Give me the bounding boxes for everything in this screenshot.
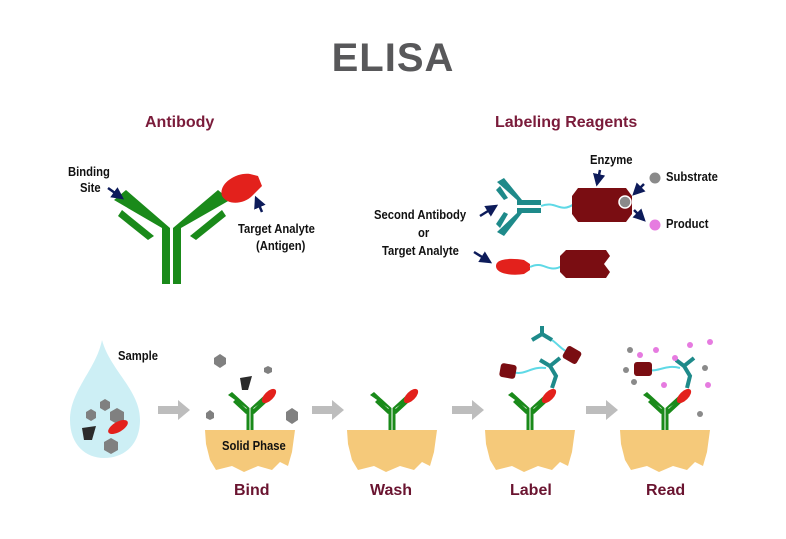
target-analyte-label-2: (Antigen) [256,239,306,253]
labeled-analyte-shape [496,258,530,275]
enzyme-label: Enzyme [590,153,633,167]
step-bind: Bind [234,482,270,499]
target-analyte-pointer [473,250,493,264]
enzyme-pointer [592,169,606,187]
step-arrow [312,400,344,420]
binding-site-pointer [107,186,125,200]
product-dot [649,219,661,231]
sample-particle [86,409,96,421]
second-antibody-shape [496,178,541,236]
second-antibody-pointer [479,204,499,218]
product-label: Product [666,217,709,231]
step-arrow [452,400,484,420]
free-second-antibody [530,326,582,364]
sample-particle [100,399,110,411]
binding-site-label-1: Binding [68,165,110,179]
read-second-antibody [634,356,696,389]
bound-antigen [403,388,419,404]
solid-phase [620,430,710,472]
particle [286,408,298,424]
enzyme-shape-2 [560,250,610,278]
substrate-label: Substrate [666,170,718,184]
read-dots [623,339,713,417]
sample-particle [104,438,118,454]
particle [264,366,272,374]
step-arrow [158,400,190,420]
or-label: or [418,226,430,240]
sample-particle [82,426,96,440]
step-wash: Wash [370,482,413,499]
step-read: Read [646,482,686,499]
substrate-pointer [632,182,646,196]
sample-label: Sample [118,349,159,363]
step-label: Label [510,482,552,499]
particle [206,410,214,420]
target-analyte-label: Target Analyte [382,244,459,258]
antibody-heading: Antibody [145,114,215,131]
solid-phase [347,430,437,472]
labeled-second-antibody [499,356,562,389]
product-pointer [632,208,646,222]
binding-site-label-2: Site [80,181,101,195]
bound-antigen [541,388,557,404]
step-arrow [586,400,618,420]
particle [214,354,226,368]
bound-substrate [618,195,632,209]
antigen-pointer [254,195,266,213]
linker-2 [529,264,563,270]
sample-particle [110,408,124,424]
particle [240,376,252,390]
enzyme-shape [572,188,632,222]
bound-antigen [676,388,692,404]
solid-phase-label: Solid Phase [222,439,286,453]
page-title: ELISA [331,36,455,80]
substrate-dot [649,172,661,184]
solid-phase [485,430,575,472]
linker [540,203,575,209]
second-antibody-label: Second Antibody [374,208,467,222]
antigen-shape [221,173,262,203]
sample-antigen [108,420,128,434]
labeling-reagents-heading: Labeling Reagents [495,114,638,131]
antibody-illustration [114,190,230,284]
bound-antigen [261,388,277,404]
target-analyte-label-1: Target Analyte [238,222,315,236]
